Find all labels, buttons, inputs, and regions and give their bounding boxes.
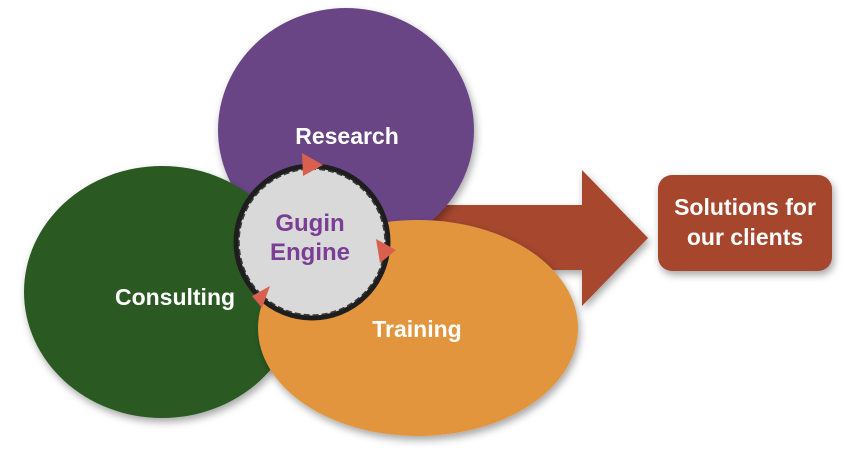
solutions-label-line2: our clients <box>686 224 804 250</box>
consulting-label: Consulting <box>114 284 236 310</box>
output-arrow <box>430 170 648 306</box>
consulting-circle <box>24 166 300 418</box>
solutions-label-line1: Solutions for <box>674 194 816 221</box>
cycle-arrow-left <box>252 286 270 308</box>
solutions-box: Solutions for our clients <box>658 175 832 271</box>
training-label: Training <box>372 316 462 342</box>
research-label: Research <box>295 123 399 149</box>
engine-label-line1: Gugin <box>275 210 345 237</box>
engine-label: Gugin Engine <box>240 210 380 268</box>
engine-label-line2: Engine <box>269 238 350 266</box>
cycle-arrow-right <box>376 239 396 263</box>
cycle-arrow-top <box>302 153 323 176</box>
